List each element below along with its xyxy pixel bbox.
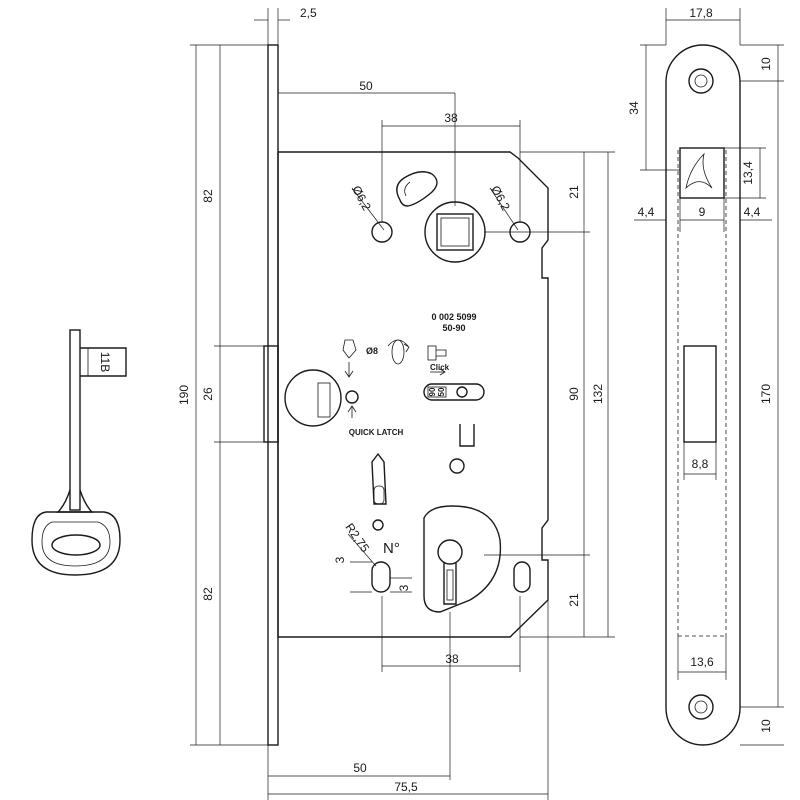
strike-dim-bolt-width: 8,8 — [692, 457, 709, 471]
strike-bolt-opening — [683, 345, 717, 443]
strike-latch-opening — [679, 147, 725, 199]
strike-plate — [665, 44, 741, 746]
rotation-icon — [391, 339, 405, 365]
dim-radius: R2,75 — [342, 521, 372, 556]
strike-dim-latch-height: 13,4 — [741, 161, 755, 185]
slot-bottom-left — [371, 561, 391, 593]
lock-case — [277, 151, 549, 638]
spindle-follower — [424, 201, 486, 263]
lock-faceplate — [263, 44, 279, 746]
dim-bottom-offset: 21 — [567, 593, 581, 607]
strike-dim-bottom-hole: 10 — [759, 719, 773, 733]
dim-height-upper: 82 — [201, 189, 215, 203]
diameter-label: Ø8 — [366, 346, 378, 356]
keyhole-plate — [423, 505, 502, 613]
strike-dim-width: 17,8 — [689, 6, 713, 20]
strike-dim-top-hole: 10 — [759, 57, 773, 71]
strike-dim-left: 4,4 — [638, 205, 655, 219]
strike-dim-34: 34 — [627, 101, 641, 115]
dim-screw-hole-left: Ø6,2 — [349, 183, 374, 213]
backset-range: 50-90 — [442, 323, 465, 333]
selector-90-label: 90 — [428, 387, 437, 396]
dim-total-height: 190 — [177, 385, 191, 405]
strike-screw-bottom — [688, 694, 714, 720]
backset-selector: 90 50 — [423, 383, 485, 401]
key-tag-label: 11B — [98, 352, 112, 372]
reversible-latch-icon — [342, 339, 357, 359]
dim-case-height: 132 — [591, 384, 605, 404]
screw-hole-top-left — [371, 221, 393, 243]
dim-backset-top: 50 — [359, 79, 373, 93]
strike-dim-right: 4,4 — [744, 205, 761, 219]
dim-case-depth: 75,5 — [394, 780, 418, 794]
dim-spindle-screw-top: 38 — [444, 111, 458, 125]
dim-height-lower: 82 — [201, 587, 215, 601]
catch-hook — [459, 424, 475, 447]
pin-hole — [449, 458, 465, 474]
strike-dim-total: 170 — [759, 384, 773, 404]
key-drawing: 11B — [31, 329, 127, 576]
strike-dim-box-width: 13,6 — [690, 655, 714, 669]
brand-logo-icon — [685, 152, 713, 190]
click-icon — [427, 345, 447, 376]
lock-dimension-lines — [190, 8, 615, 800]
selector-50-label: 50 — [437, 387, 446, 396]
dim-backset-bottom: 50 — [353, 761, 367, 775]
small-pin — [372, 519, 384, 531]
quick-latch-unit — [284, 339, 410, 427]
lever-slot — [396, 171, 438, 207]
dim-faceplate-thickness: 2,5 — [300, 6, 317, 20]
dim-key-screw-bottom: 38 — [445, 652, 459, 666]
dim-slot-a: 3 — [333, 556, 347, 563]
key-shaft — [69, 329, 81, 511]
dim-slot-b: 3 — [397, 584, 411, 591]
key-bit — [80, 347, 127, 377]
click-label: Click — [430, 363, 450, 372]
part-number: 0 002 5099 — [431, 312, 476, 322]
strike-dimension-lines — [634, 8, 784, 746]
key-bow — [31, 511, 121, 576]
key-bow-hole — [51, 534, 101, 556]
dim-screw-hole-right: Ø6,2 — [488, 183, 513, 213]
quick-latch-label: QUICK LATCH — [349, 428, 404, 437]
dim-spindle-key: 90 — [567, 387, 581, 401]
slot-bottom-right — [513, 561, 531, 593]
latch-projection — [263, 345, 279, 443]
dim-height-middle: 26 — [201, 387, 215, 401]
number-sign: N° — [383, 540, 400, 557]
strike-screw-top — [688, 68, 714, 94]
dim-top-offset: 21 — [567, 185, 581, 199]
strike-dim-latch-width: 9 — [699, 205, 706, 219]
